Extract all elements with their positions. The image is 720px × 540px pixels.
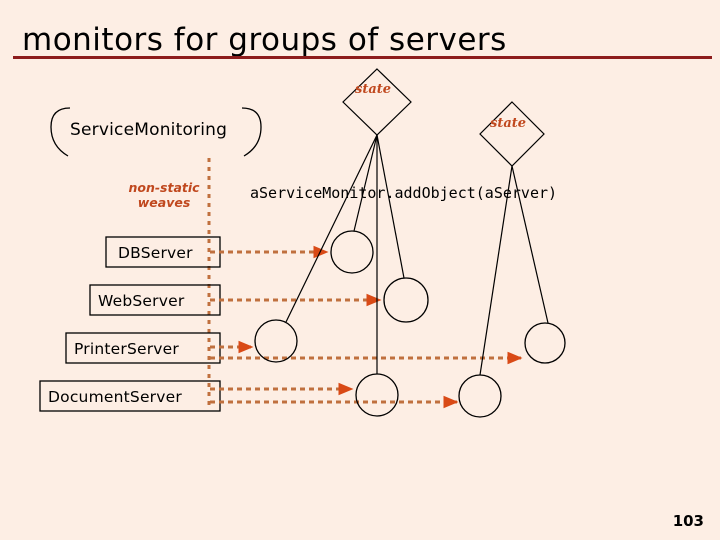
object-node-4 [524, 322, 566, 364]
weave-arrows [210, 245, 523, 409]
object-node-1 [330, 230, 374, 274]
non-static-weaves-label: non-static weaves [128, 180, 200, 210]
monitor-state-label-2: state [490, 116, 527, 131]
object-nodes [254, 230, 566, 418]
object-node-2 [383, 277, 429, 323]
title-underline-rule [13, 56, 712, 59]
server-box-label-documentserver: DocumentServer [48, 388, 182, 406]
server-box-label-webserver: WebServer [98, 292, 185, 310]
code-expression-label: aServiceMonitor.addObject(aServer) [250, 184, 558, 202]
aspect-bracket-shape [50, 107, 262, 157]
monitor-state-label-1: state [355, 82, 392, 97]
object-node-5 [355, 373, 399, 417]
page-title: monitors for groups of servers [22, 22, 507, 58]
aspect-label: ServiceMonitoring [70, 120, 228, 140]
server-box-label-dbserver: DBServer [118, 244, 193, 262]
monitor-1-connectors [285, 134, 405, 374]
monitor-2-connectors [479, 165, 549, 376]
monitor-diamond-2 [479, 101, 545, 167]
object-node-6 [458, 374, 502, 418]
page-number: 103 [672, 512, 704, 530]
monitor-diamond-1 [342, 68, 412, 136]
object-node-3 [254, 319, 298, 363]
server-box-label-printerserver: PrinterServer [74, 340, 179, 358]
server-box-outlines [39, 236, 221, 412]
